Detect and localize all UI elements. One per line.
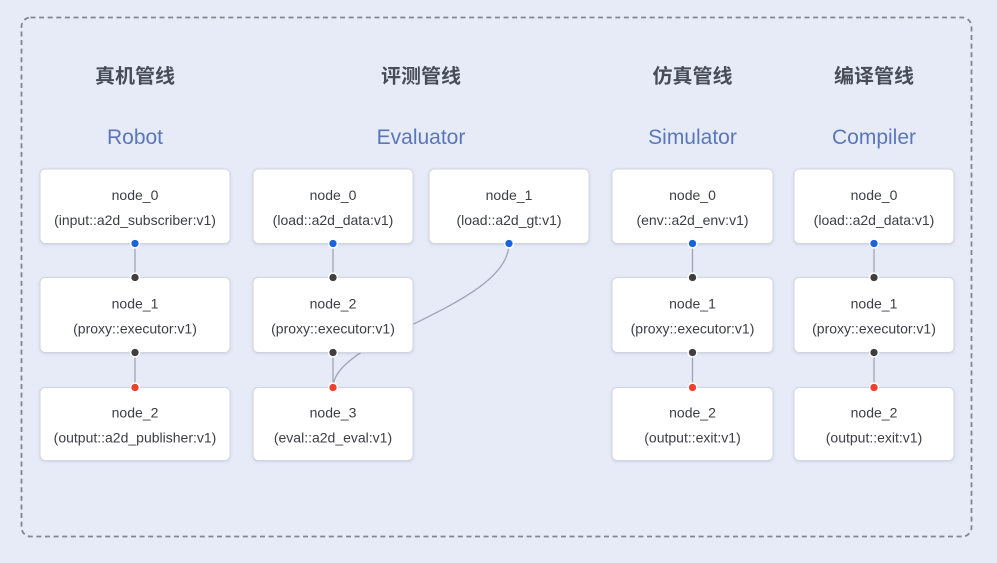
svg-text:node_1: node_1 xyxy=(851,296,898,312)
svg-text:(output::exit:v1): (output::exit:v1) xyxy=(644,430,741,446)
svg-text:(proxy::executor:v1): (proxy::executor:v1) xyxy=(73,321,197,337)
svg-text:(proxy::executor:v1): (proxy::executor:v1) xyxy=(812,321,936,337)
svg-text:node_0: node_0 xyxy=(851,187,898,203)
svg-text:node_2: node_2 xyxy=(851,405,898,421)
svg-text:(load::a2d_data:v1): (load::a2d_data:v1) xyxy=(273,212,394,228)
svg-text:(load::a2d_data:v1): (load::a2d_data:v1) xyxy=(814,212,935,228)
svg-text:(load::a2d_gt:v1): (load::a2d_gt:v1) xyxy=(456,212,561,228)
svg-text:node_1: node_1 xyxy=(669,296,716,312)
svg-text:(eval::a2d_eval:v1): (eval::a2d_eval:v1) xyxy=(274,430,392,446)
svg-text:(input::a2d_subscriber:v1): (input::a2d_subscriber:v1) xyxy=(54,212,216,228)
svg-text:node_3: node_3 xyxy=(310,405,357,421)
svg-text:Simulator: Simulator xyxy=(648,126,737,149)
svg-text:node_0: node_0 xyxy=(669,187,716,203)
svg-text:node_1: node_1 xyxy=(112,296,159,312)
svg-text:(output::a2d_publisher:v1): (output::a2d_publisher:v1) xyxy=(54,430,217,446)
svg-text:node_1: node_1 xyxy=(486,187,533,203)
svg-text:(proxy::executor:v1): (proxy::executor:v1) xyxy=(631,321,755,337)
svg-text:node_0: node_0 xyxy=(310,187,357,203)
svg-text:(env::a2d_env:v1): (env::a2d_env:v1) xyxy=(636,212,748,228)
svg-text:(proxy::executor:v1): (proxy::executor:v1) xyxy=(271,321,395,337)
svg-text:Robot: Robot xyxy=(107,126,163,149)
svg-text:node_2: node_2 xyxy=(112,405,159,421)
svg-text:Evaluator: Evaluator xyxy=(377,126,466,149)
svg-text:node_2: node_2 xyxy=(669,405,716,421)
svg-text:Compiler: Compiler xyxy=(832,126,916,149)
svg-text:node_2: node_2 xyxy=(310,296,357,312)
svg-text:node_0: node_0 xyxy=(112,187,159,203)
svg-text:(output::exit:v1): (output::exit:v1) xyxy=(826,430,923,446)
